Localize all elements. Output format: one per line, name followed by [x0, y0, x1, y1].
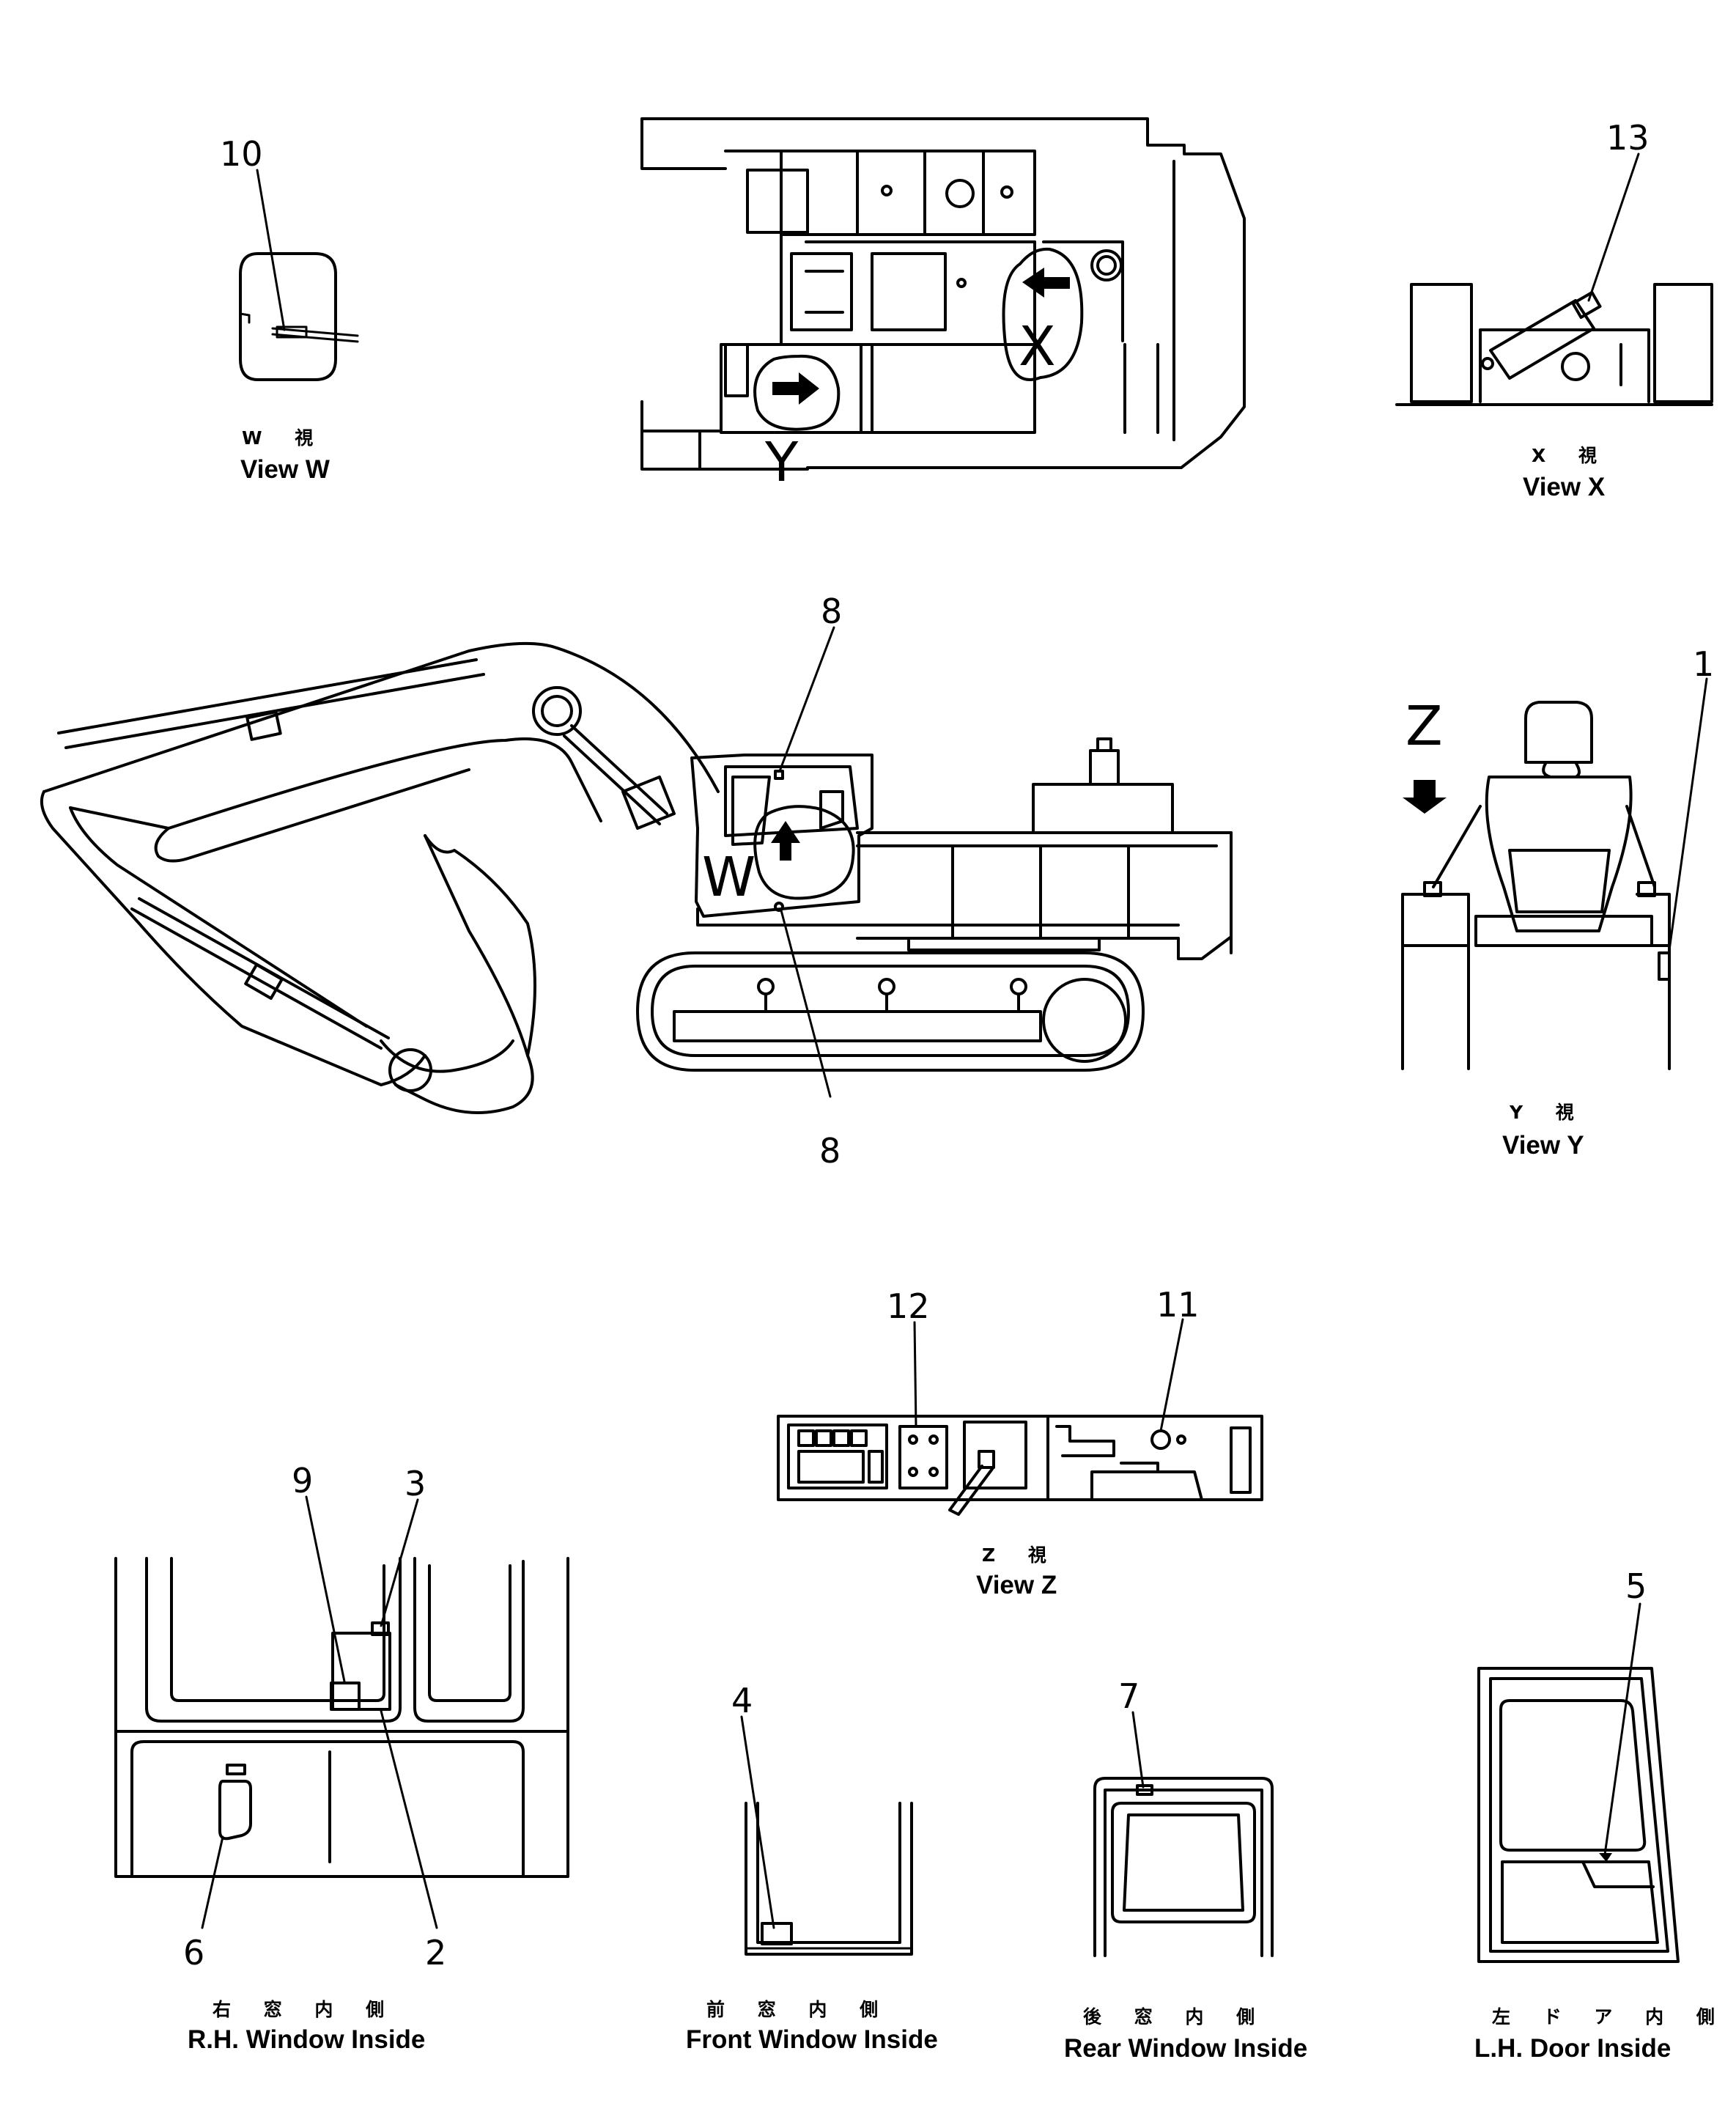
front-window-jp-label: 前 窓 内 側	[706, 1999, 891, 2020]
rh-window-jp-label: 右 窓 内 側	[213, 1999, 397, 2020]
callout-11: 11	[1156, 1285, 1200, 1325]
callout-1: 1	[1693, 644, 1714, 684]
view-x-en-label: View X	[1523, 473, 1606, 501]
lh-door-en-label: L.H. Door Inside	[1474, 2034, 1671, 2063]
rear-window-jp-label: 後 窓 内 側	[1083, 2006, 1268, 2028]
callout-12: 12	[887, 1286, 930, 1326]
view-w-letter: W	[702, 846, 756, 909]
callout-4: 4	[731, 1681, 753, 1720]
front-window-drawing	[740, 1715, 913, 1956]
view-z-jp-label: Z 視	[982, 1544, 1060, 1566]
callout-6: 6	[183, 1933, 204, 1973]
view-w-en-label: View W	[240, 455, 330, 484]
callout-13: 13	[1606, 118, 1650, 158]
callout-3: 3	[405, 1464, 426, 1503]
view-y-en-label: View Y	[1502, 1131, 1584, 1160]
callout-2: 2	[425, 1933, 446, 1973]
callout-5: 5	[1625, 1566, 1647, 1606]
view-z-en-label: View Z	[976, 1571, 1057, 1599]
callout-8-top: 8	[821, 592, 842, 631]
lh-door-drawing	[1477, 1602, 1680, 1963]
callout-9: 9	[292, 1461, 313, 1500]
callout-10: 10	[220, 134, 263, 174]
view-z-drawing	[777, 1318, 1263, 1516]
view-y-drawing	[1401, 677, 1708, 1070]
rear-window-en-label: Rear Window Inside	[1064, 2034, 1307, 2063]
callout-8-bottom: 8	[819, 1131, 841, 1171]
view-z-letter: Z	[1406, 695, 1443, 758]
rh-window-drawing	[114, 1495, 569, 1929]
excavator-drawing	[40, 626, 1233, 1114]
view-x-letter: X	[1019, 315, 1056, 378]
lh-door-jp-label: 左 ド ア 内 側	[1492, 2006, 1728, 2028]
view-w-drawing	[239, 169, 359, 381]
view-x-drawing	[1395, 152, 1713, 406]
view-y-letter: Y	[764, 431, 799, 494]
top-view-drawing	[640, 117, 1246, 471]
view-w-jp-label: W 視	[242, 427, 326, 449]
front-window-en-label: Front Window Inside	[686, 2025, 938, 2054]
view-y-jp-label: Y 視	[1509, 1102, 1587, 1123]
callout-7: 7	[1118, 1676, 1140, 1716]
rh-window-en-label: R.H. Window Inside	[188, 2025, 425, 2054]
rear-window-drawing	[1093, 1711, 1274, 1957]
view-x-jp-label: X 視	[1532, 445, 1610, 466]
